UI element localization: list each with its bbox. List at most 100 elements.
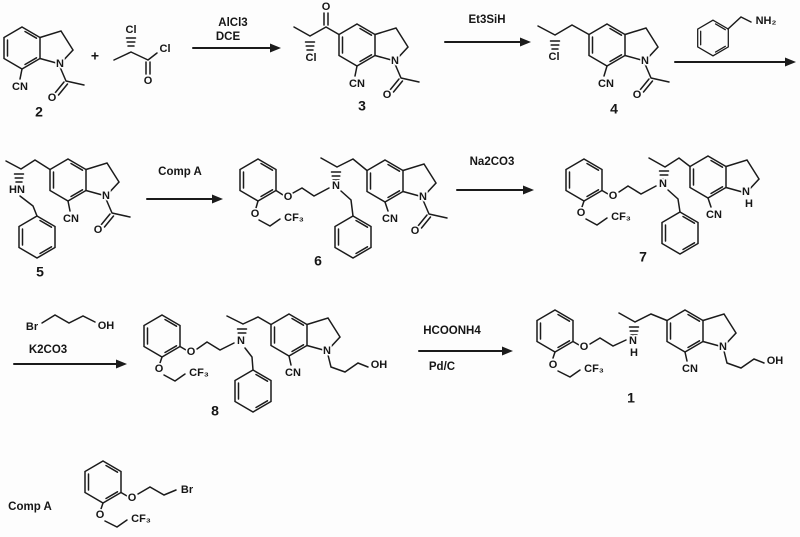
atom-label-oh: OH bbox=[98, 320, 115, 332]
atom-label-o: O bbox=[155, 363, 164, 375]
atom-label-cn: CN bbox=[706, 209, 722, 221]
compound-4-number: 4 bbox=[610, 101, 618, 117]
hashed-wedge bbox=[125, 37, 137, 47]
bond-skeleton bbox=[618, 312, 688, 362]
compound-8: O O CF₃ N N OH CN 8 bbox=[143, 314, 389, 420]
bond-skeleton bbox=[320, 157, 389, 217]
reagent-dce: DCE bbox=[216, 31, 241, 43]
compound-2-number: 2 bbox=[35, 104, 43, 120]
reagent-na2co3: Na2CO3 bbox=[470, 156, 515, 168]
comp-a-section: Comp A O Br O CF₃ bbox=[7, 460, 195, 528]
bond-skeleton bbox=[648, 157, 712, 213]
ether-bonds bbox=[100, 486, 177, 528]
ether-bonds bbox=[552, 337, 627, 378]
atom-label-n: N bbox=[641, 55, 649, 67]
atom-label-cn: CN bbox=[382, 213, 398, 225]
reagent-pdc: Pd/C bbox=[429, 361, 455, 373]
bond-skeleton bbox=[226, 315, 292, 371]
arrow-head bbox=[520, 37, 531, 47]
atom-label-n: N bbox=[659, 178, 667, 190]
aryl-ring bbox=[536, 309, 574, 353]
hashed-wedge bbox=[549, 40, 561, 50]
reagent-et3sih: Et3SiH bbox=[468, 14, 505, 26]
reagent-alcl3: AlCl3 bbox=[218, 17, 247, 29]
acetyl-group bbox=[389, 63, 420, 93]
compound-7: O O CF₃ N N H CN 7 bbox=[565, 156, 759, 266]
arrow-head bbox=[785, 57, 796, 67]
atom-label-cf3: CF₃ bbox=[611, 211, 631, 223]
reaction-arrow-3: NH₂ bbox=[674, 13, 796, 67]
arrow-head bbox=[270, 43, 281, 53]
propanol-chain bbox=[327, 354, 369, 373]
atom-label-n: N bbox=[742, 186, 750, 198]
bond-skeleton bbox=[537, 24, 608, 77]
atom-label-hn: HN bbox=[9, 184, 25, 196]
carbonyl-double-bond bbox=[323, 12, 329, 26]
atom-label-cn: CN bbox=[63, 213, 79, 225]
bond-skeleton bbox=[727, 16, 752, 30]
atom-label-o: O bbox=[411, 225, 420, 237]
ether-bonds bbox=[159, 341, 235, 382]
compound-1-number: 1 bbox=[627, 390, 635, 406]
atom-label-n: N bbox=[102, 190, 110, 202]
propanol-chain bbox=[723, 350, 765, 369]
acetyl-group bbox=[54, 66, 85, 96]
bond-skeleton bbox=[113, 51, 158, 61]
atom-label-nh2: NH₂ bbox=[756, 15, 777, 27]
atom-label-n: N bbox=[323, 345, 331, 357]
atom-label-cn: CN bbox=[598, 78, 614, 90]
bromopropanol-reagent-structure: Br OH bbox=[24, 314, 116, 334]
compound-1: O O CF₃ N H N OH CN 1 bbox=[536, 309, 785, 407]
atom-label-cf3: CF₃ bbox=[189, 367, 209, 379]
ether-bonds bbox=[255, 187, 330, 227]
reagent-hcoonh4: HCOONH4 bbox=[423, 325, 481, 337]
compound-2: N O CN 2 bbox=[4, 27, 85, 121]
atom-label-o: O bbox=[94, 224, 103, 236]
compound-4: Cl N O CN 4 bbox=[537, 24, 670, 118]
atom-label-o: O bbox=[128, 492, 137, 504]
compound-5: HN N O CN 5 bbox=[5, 159, 131, 281]
atom-label-cn: CN bbox=[349, 78, 365, 90]
aryl-ring bbox=[84, 460, 122, 504]
reaction-arrow-7: HCOONH4 Pd/C bbox=[418, 324, 513, 375]
atom-label-n: N bbox=[719, 341, 727, 353]
reagent-comp-a: Comp A bbox=[158, 166, 202, 178]
bond-skeleton bbox=[41, 314, 96, 324]
acetyl-group bbox=[639, 63, 670, 93]
hashed-wedge bbox=[330, 171, 342, 181]
reagent-k2co3: K2CO3 bbox=[29, 344, 67, 356]
carbonyl-double-bond bbox=[145, 61, 151, 75]
reaction-arrow-5: Na2CO3 bbox=[456, 155, 534, 195]
atom-label-cl: Cl bbox=[126, 24, 137, 36]
atom-label-cf3: CF₃ bbox=[284, 212, 304, 224]
hashed-wedge bbox=[628, 326, 640, 336]
bond-skeleton bbox=[5, 159, 71, 217]
atom-label-o: O bbox=[322, 1, 331, 13]
benzyl-ring bbox=[18, 215, 56, 259]
hashed-wedge bbox=[304, 41, 316, 51]
atom-label-o: O bbox=[48, 92, 57, 104]
atom-label-o: O bbox=[251, 208, 260, 220]
bond-skeleton bbox=[19, 68, 23, 80]
reaction-arrow-1: AlCl3 DCE bbox=[192, 16, 281, 53]
atom-label-oh: OH bbox=[767, 355, 784, 367]
compound-6: O O CF₃ N N O CN 6 bbox=[239, 157, 448, 270]
arrow-head bbox=[523, 185, 534, 195]
atom-label-n: N bbox=[419, 191, 427, 203]
atom-label-cf3: CF₃ bbox=[131, 513, 151, 525]
atom-label-cn: CN bbox=[285, 367, 301, 379]
atom-label-n: N bbox=[629, 335, 637, 347]
aryl-ring bbox=[239, 158, 277, 202]
bond-skeleton bbox=[293, 26, 358, 77]
acid-chloride-reactant: Cl Cl O bbox=[113, 22, 172, 88]
acetyl-group bbox=[417, 199, 448, 229]
hashed-wedge bbox=[13, 173, 25, 183]
atom-label-oh: OH bbox=[371, 359, 388, 371]
atom-label-br: Br bbox=[181, 484, 194, 496]
atom-label-h: H bbox=[745, 198, 753, 210]
atom-label-n: N bbox=[56, 58, 64, 70]
compound-3: O Cl N O CN 3 bbox=[293, 0, 420, 115]
benzyl-ring bbox=[234, 369, 272, 413]
acetyl-group bbox=[100, 198, 131, 228]
